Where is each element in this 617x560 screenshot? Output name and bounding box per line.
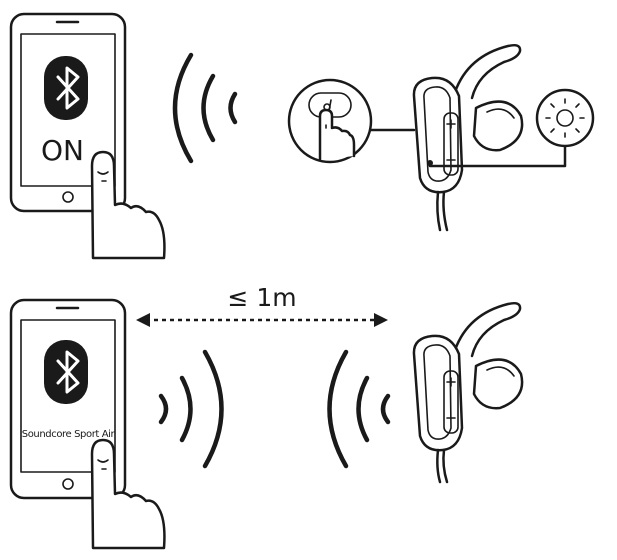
phone-status-label: ON xyxy=(41,134,84,167)
button-press-zoom xyxy=(287,78,373,164)
signal-waves-earbud xyxy=(327,349,391,469)
bluetooth-icon xyxy=(44,56,88,120)
device-name-label: Soundcore Sport Air xyxy=(22,429,116,440)
distance-arrow xyxy=(136,313,388,327)
step2-group: Soundcore Sport Air ≤ 1m xyxy=(9,283,524,550)
led-leader-line xyxy=(428,143,567,168)
tapping-hand-top xyxy=(90,150,166,260)
tapping-hand-bottom xyxy=(90,438,166,550)
signal-waves-phone xyxy=(158,349,224,469)
phone-bottom xyxy=(9,298,127,500)
earbud-top xyxy=(412,43,524,232)
signal-waves-top xyxy=(172,52,238,164)
phone-top xyxy=(9,12,127,213)
distance-label: ≤ 1m xyxy=(227,283,296,312)
step1-group: ON xyxy=(9,12,595,260)
earbud-bottom xyxy=(412,301,524,484)
light-indicator-icon xyxy=(535,88,595,148)
bluetooth-icon xyxy=(44,340,88,404)
